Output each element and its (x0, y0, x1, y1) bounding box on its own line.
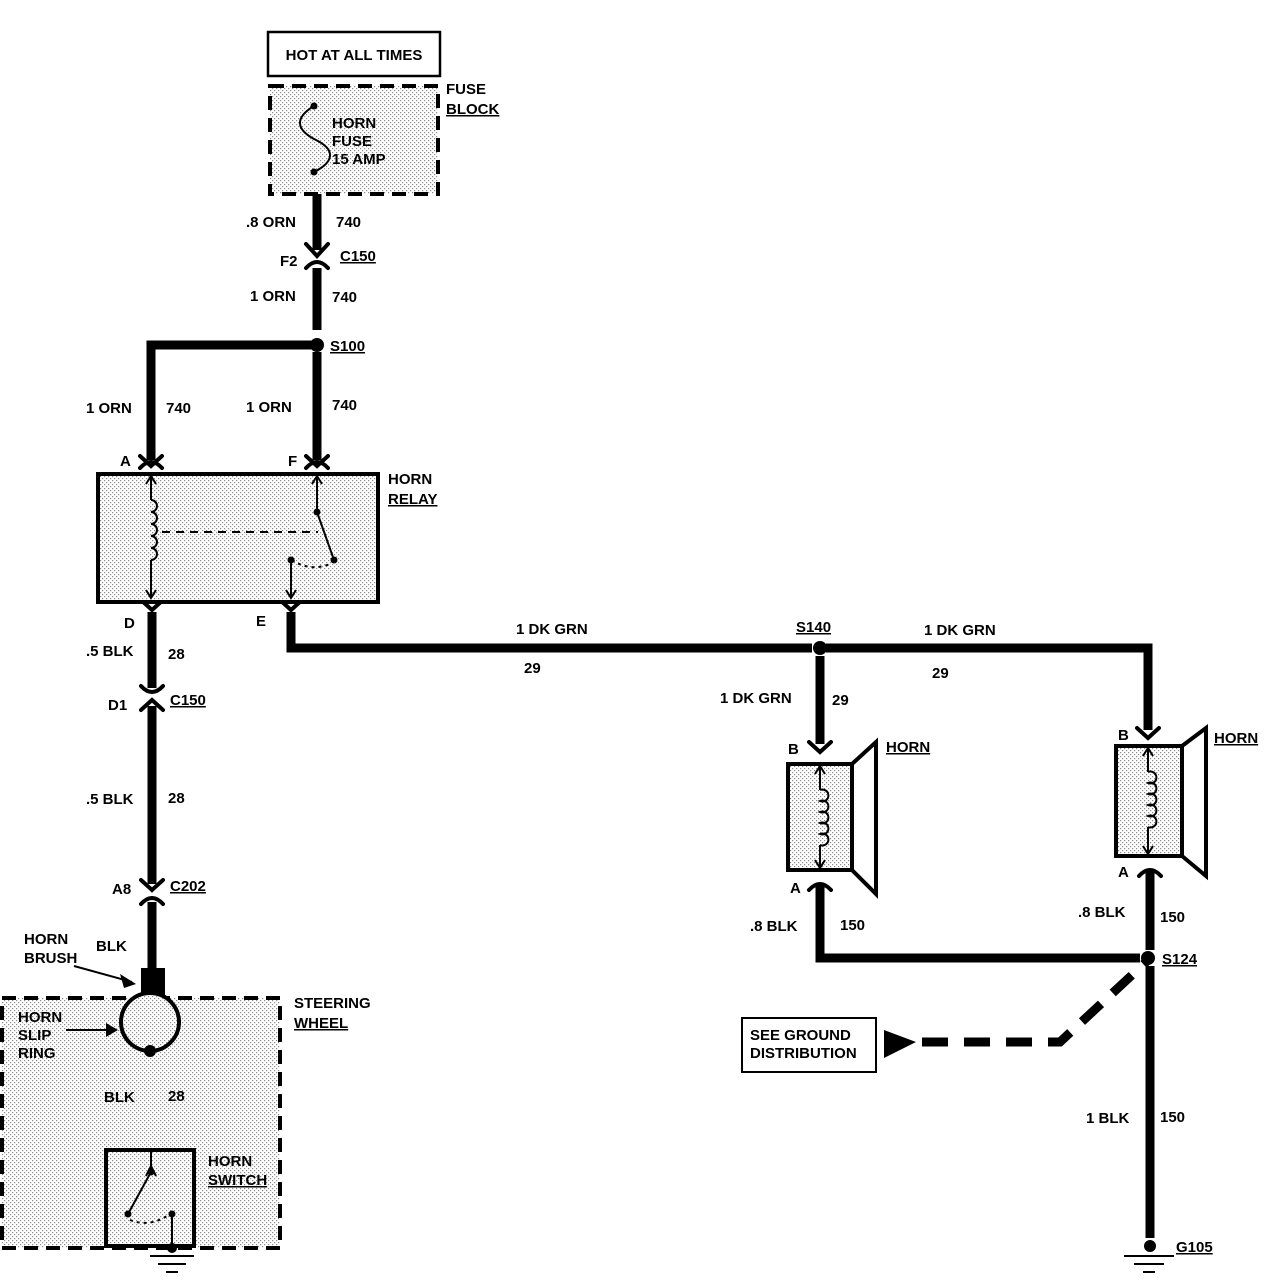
ground-dist-line2: DISTRIBUTION (750, 1045, 857, 1062)
wire-label-circuit: 29 (524, 660, 541, 677)
horn-relay: HORN RELAY A F D E (96, 453, 437, 632)
wire-label-circuit: 28 (168, 1088, 185, 1105)
connector-symbols (138, 242, 1163, 1147)
ground-g105: G105 (1124, 1239, 1213, 1273)
ground-dist-line1: SEE GROUND (750, 1027, 851, 1044)
fuse-label-1: HORN (332, 115, 376, 132)
splice-label-s100: S100 (330, 338, 365, 355)
fuse-label-3: 15 AMP (332, 151, 386, 168)
splice-label-s124: S124 (1162, 951, 1198, 968)
relay-title-2: RELAY (388, 491, 437, 508)
connector-pin-f2: F2 (280, 253, 298, 270)
wire-label-color: 1 ORN (246, 399, 292, 416)
fuse-label-2: FUSE (332, 133, 372, 150)
wire-label-color: .5 BLK (86, 643, 134, 660)
ring-label-3: RING (18, 1045, 56, 1062)
fuse-block-title-2: BLOCK (446, 101, 499, 118)
horn-left-pin-b: B (788, 741, 799, 758)
relay-title-1: HORN (388, 471, 432, 488)
horn-right-pin-a: A (1118, 864, 1129, 881)
wire-label-color: 1 DK GRN (924, 622, 996, 639)
wire-label-color: BLK (96, 938, 127, 955)
ground-symbol-switch (150, 1255, 194, 1273)
wire-740-relay-a (146, 340, 313, 460)
relay-pin-d: D (124, 615, 135, 632)
connector-c202: C202 (170, 878, 206, 895)
wire-label-color: 1 ORN (250, 288, 296, 305)
wire-label-color: 1 DK GRN (720, 690, 792, 707)
ground-dist-link (922, 958, 1150, 1047)
connector-pin-a8: A8 (112, 881, 131, 898)
wire-label-color: 1 DK GRN (516, 621, 588, 638)
connector-c150-bottom: C150 (170, 692, 206, 709)
wire-label-color: .8 ORN (246, 214, 296, 231)
wire-label-color: 1 BLK (1086, 1110, 1130, 1127)
wire-label-circuit: 740 (336, 214, 361, 231)
hot-label: HOT AT ALL TIMES (286, 47, 423, 64)
relay-pin-f: F (288, 453, 297, 470)
switch-label-2: SWITCH (208, 1172, 267, 1189)
fuse-block: HORN FUSE 15 AMP FUSE BLOCK (268, 81, 499, 196)
wire-label-color: .8 BLK (1078, 904, 1126, 921)
splice-label-s140: S140 (796, 619, 831, 636)
brush-label-1: HORN (24, 931, 68, 948)
wire-29-relay-e (286, 612, 812, 653)
connector-c150-top: C150 (340, 248, 376, 265)
horn-slip-ring (119, 991, 181, 1053)
wire-150-left-horn (815, 884, 1140, 963)
component-labels: F2 C150 S100 D1 C150 A8 C202 S140 S124 (108, 248, 1198, 968)
hot-at-all-times-box: HOT AT ALL TIMES (266, 30, 442, 78)
wire-29-right-horn (826, 643, 1153, 730)
wire-label-circuit: 740 (332, 397, 357, 414)
ground-distribution: SEE GROUND DISTRIBUTION (741, 958, 1150, 1073)
horn-right-title: HORN (1214, 730, 1258, 747)
wire-label-color: 1 ORN (86, 400, 132, 417)
steering-title-2: WHEEL (294, 1015, 348, 1032)
wire-label-circuit: 150 (840, 917, 865, 934)
wire-label-color: .5 BLK (86, 791, 134, 808)
fuse-block-title-1: FUSE (446, 81, 486, 98)
ground-label-g105: G105 (1176, 1239, 1213, 1256)
wire-label-circuit: 29 (832, 692, 849, 709)
steering-title-1: STEERING (294, 995, 371, 1012)
wire-label-circuit: 740 (332, 289, 357, 306)
wire-label-circuit: 28 (168, 790, 185, 807)
splice-s140 (813, 641, 827, 655)
wire-label-circuit: 740 (166, 400, 191, 417)
wire-label-circuit: 29 (932, 665, 949, 682)
relay-pin-e: E (256, 613, 266, 630)
switch-label-1: HORN (208, 1153, 252, 1170)
horn-right: HORN B A (1114, 724, 1258, 881)
brush-label-2: BRUSH (24, 950, 77, 967)
connector-pin-d1: D1 (108, 697, 127, 714)
splice-s100 (310, 338, 324, 352)
wire-label-color: BLK (104, 1089, 135, 1106)
horn-left-title: HORN (886, 739, 930, 756)
steering-wheel: STEERING WHEEL HORN BRUSH HORN SLIP RING… (0, 931, 371, 1273)
relay-pin-a: A (120, 453, 131, 470)
ring-label-1: HORN (18, 1009, 62, 1026)
horn-right-pin-b: B (1118, 727, 1129, 744)
ground-dist-arrow (884, 1030, 916, 1058)
horn-left: HORN B A (786, 737, 930, 899)
horn-left-pin-a: A (790, 880, 801, 897)
wire-group (146, 194, 1155, 1238)
wire-label-circuit: 150 (1160, 909, 1185, 926)
wire-label-circuit: 150 (1160, 1109, 1185, 1126)
ring-label-2: SLIP (18, 1027, 51, 1044)
wire-label-color: .8 BLK (750, 918, 798, 935)
wire-labels: .8 ORN 740 1 ORN 740 1 ORN 740 1 ORN 740… (86, 214, 1185, 1127)
splice-dots (310, 338, 1155, 965)
wire-label-circuit: 28 (168, 646, 185, 663)
